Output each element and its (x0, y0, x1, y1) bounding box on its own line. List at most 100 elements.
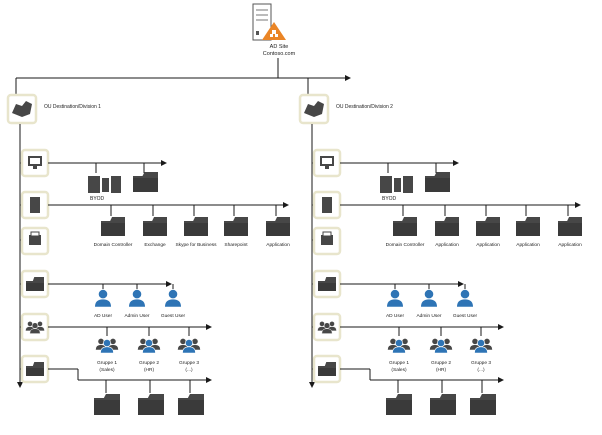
folder-front (178, 400, 204, 415)
user-node-2[interactable] (128, 289, 146, 308)
user-node-1[interactable] (94, 289, 112, 308)
devices-tile[interactable] (20, 148, 50, 178)
group-name-1: Gruppe 1 (97, 360, 117, 366)
folder-front (425, 178, 450, 192)
body (142, 346, 156, 354)
server-folder-1[interactable] (101, 217, 125, 236)
body (474, 346, 488, 354)
users-folder-tile[interactable] (20, 269, 50, 299)
folders-tile-icon[interactable] (26, 362, 44, 376)
folder-front (558, 223, 582, 236)
server-folder-3[interactable] (184, 217, 208, 236)
user-node-3[interactable] (456, 289, 474, 308)
group-icon-1[interactable] (95, 338, 119, 354)
body (392, 346, 406, 354)
user-icon (456, 289, 474, 308)
server-folder-4[interactable] (516, 217, 540, 236)
sub-folder-3[interactable] (470, 394, 496, 415)
head (151, 338, 159, 345)
server-label-2: Application (435, 242, 459, 248)
head (423, 289, 435, 300)
server-folder-4[interactable] (224, 217, 248, 236)
tablet-icon (88, 176, 100, 193)
group-icon-2[interactable] (137, 338, 161, 354)
users-folder-icon[interactable] (26, 277, 44, 291)
body (420, 298, 438, 308)
folder-front (138, 400, 164, 415)
laptop-icon (403, 176, 413, 193)
printer-tile[interactable] (20, 226, 50, 256)
folder-front (184, 223, 208, 236)
head (483, 338, 491, 345)
sub-folder-2[interactable] (138, 394, 164, 415)
head (145, 339, 153, 347)
users-folder-tile[interactable] (312, 269, 342, 299)
person-center (100, 339, 114, 354)
head (109, 338, 117, 345)
ad-site-node[interactable]: AD Site Contoso.com (252, 3, 296, 57)
ad-site-domain: Contoso.com (263, 51, 296, 57)
folder-front (26, 283, 44, 291)
server-tower-icon (252, 3, 272, 41)
group-icon-2[interactable] (429, 338, 453, 354)
printer-tile[interactable] (312, 226, 342, 256)
folders-tile-icon[interactable] (318, 362, 336, 376)
sub-folder-1[interactable] (386, 394, 412, 415)
folders-tile[interactable] (20, 354, 50, 384)
head (185, 339, 193, 347)
head (37, 321, 43, 327)
user-node-1[interactable] (386, 289, 404, 308)
byod-devices-icon[interactable] (380, 176, 413, 193)
phone-icon (102, 178, 109, 192)
monitor-stand (325, 166, 329, 169)
head (139, 338, 147, 345)
head (471, 338, 479, 345)
group-icon-3[interactable] (469, 338, 493, 354)
monitor-stand (33, 166, 37, 169)
folder-front (133, 178, 158, 192)
folder-front (94, 400, 120, 415)
user-label-3: Guest User (453, 313, 478, 319)
byod-label: BYOD (382, 196, 397, 202)
server-folder-5[interactable] (558, 217, 582, 236)
user-node-2[interactable] (420, 289, 438, 308)
groups-tile[interactable] (312, 312, 342, 342)
user-label-3: Guest User (161, 313, 186, 319)
person-right (481, 338, 493, 351)
folder-front (470, 400, 496, 415)
devices-tile[interactable] (312, 148, 342, 178)
user-node-3[interactable] (164, 289, 182, 308)
sub-folder-2[interactable] (430, 394, 456, 415)
server-folder-2[interactable] (435, 217, 459, 236)
servers-tile[interactable] (312, 190, 342, 220)
sub-folder-3[interactable] (178, 394, 204, 415)
group-icon-3[interactable] (177, 338, 201, 354)
groups-tile[interactable] (20, 312, 50, 342)
server-label-1: Domain Controller (94, 242, 133, 248)
folders-tile[interactable] (312, 354, 342, 384)
folder-front (435, 223, 459, 236)
group-sub-2: (HR) (144, 367, 155, 373)
head (477, 339, 485, 347)
server-folder-2[interactable] (143, 217, 167, 236)
server-folder-1[interactable] (393, 217, 417, 236)
laptop-icon (111, 176, 121, 193)
servers-tile[interactable] (20, 190, 50, 220)
monitor-screen (322, 158, 332, 164)
head (431, 338, 439, 345)
sub-folder-1[interactable] (94, 394, 120, 415)
austria-map-icon[interactable] (298, 93, 330, 125)
users-folder-icon[interactable] (318, 277, 336, 291)
group-icon-1[interactable] (387, 338, 411, 354)
server-folder-3[interactable] (476, 217, 500, 236)
devices-folder[interactable] (133, 172, 158, 192)
byod-devices-icon[interactable] (88, 176, 121, 193)
switzerland-map-icon[interactable] (6, 93, 38, 125)
body (29, 328, 41, 334)
phone-icon (394, 178, 401, 192)
printer-icon (29, 235, 41, 245)
server-icon (322, 197, 332, 213)
folder-front (266, 223, 290, 236)
server-folder-5[interactable] (266, 217, 290, 236)
devices-folder[interactable] (425, 172, 450, 192)
